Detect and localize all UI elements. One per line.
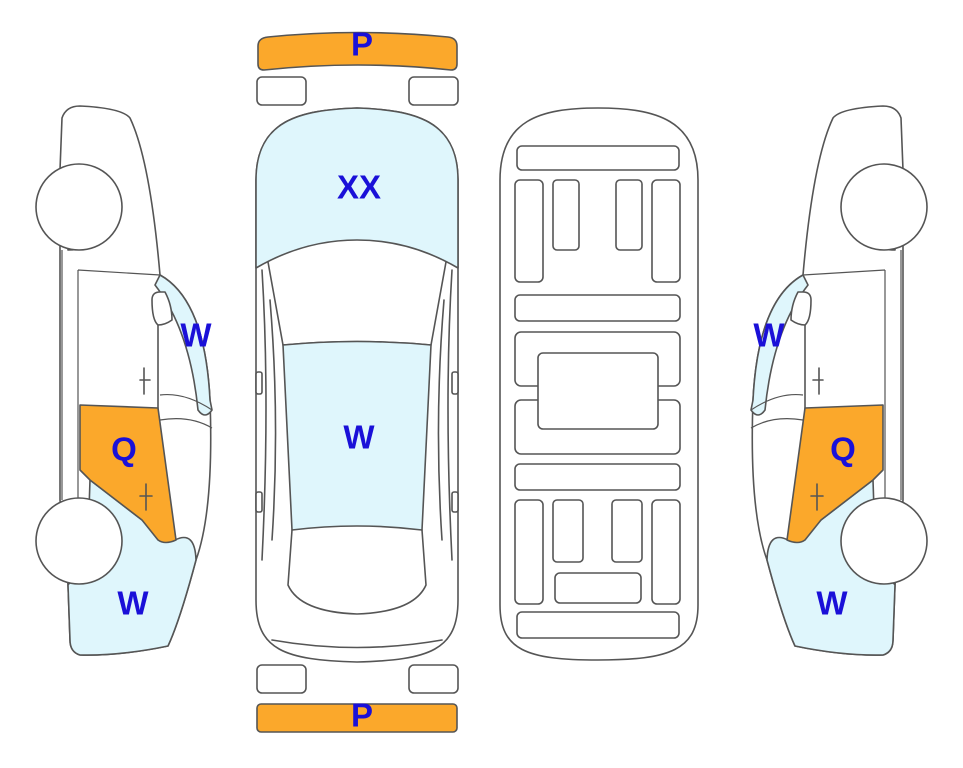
left-door-panel[interactable] bbox=[79, 404, 177, 544]
car-underside-view bbox=[499, 107, 699, 661]
mirror-right bbox=[451, 371, 459, 395]
right-rear-wheel bbox=[840, 497, 928, 585]
car-top-view: P XX W P bbox=[255, 26, 459, 734]
left-rear-wheel bbox=[35, 497, 123, 585]
trunk-line bbox=[271, 639, 443, 649]
label-rear-bumper: P bbox=[351, 697, 373, 734]
label-right-windshield: W bbox=[753, 317, 785, 354]
handle-left bbox=[255, 491, 263, 513]
label-hood: XX bbox=[337, 169, 381, 206]
label-right-door: Q bbox=[830, 431, 856, 468]
roof-panel[interactable] bbox=[282, 340, 432, 531]
car-right-side-view bbox=[750, 105, 928, 656]
rear-bumper-panel[interactable] bbox=[256, 703, 458, 733]
rear-right-light bbox=[408, 664, 459, 694]
left-windshield-panel[interactable] bbox=[154, 274, 213, 416]
label-right-fender: W bbox=[816, 585, 848, 622]
label-roof: W bbox=[343, 419, 375, 456]
label-front-bumper: P bbox=[351, 26, 373, 63]
side-line-left bbox=[261, 269, 277, 561]
rear-left-light bbox=[256, 664, 307, 694]
handle-right bbox=[451, 491, 459, 513]
side-line-right bbox=[437, 269, 453, 561]
left-front-wheel bbox=[35, 163, 123, 251]
right-door-panel[interactable] bbox=[786, 404, 884, 544]
label-left-windshield: W bbox=[180, 317, 212, 354]
front-right-light bbox=[408, 76, 459, 106]
car-left-side-view: W Q W bbox=[35, 105, 213, 656]
rear-window-outline bbox=[287, 529, 427, 615]
mirror-left bbox=[255, 371, 263, 395]
right-windshield-panel[interactable] bbox=[750, 274, 809, 416]
front-bumper-panel[interactable] bbox=[257, 31, 458, 71]
right-front-wheel bbox=[840, 163, 928, 251]
hood-panel[interactable] bbox=[255, 107, 459, 269]
front-left-light bbox=[256, 76, 307, 106]
label-left-fender: W bbox=[117, 585, 149, 622]
label-left-door: Q bbox=[111, 431, 137, 468]
